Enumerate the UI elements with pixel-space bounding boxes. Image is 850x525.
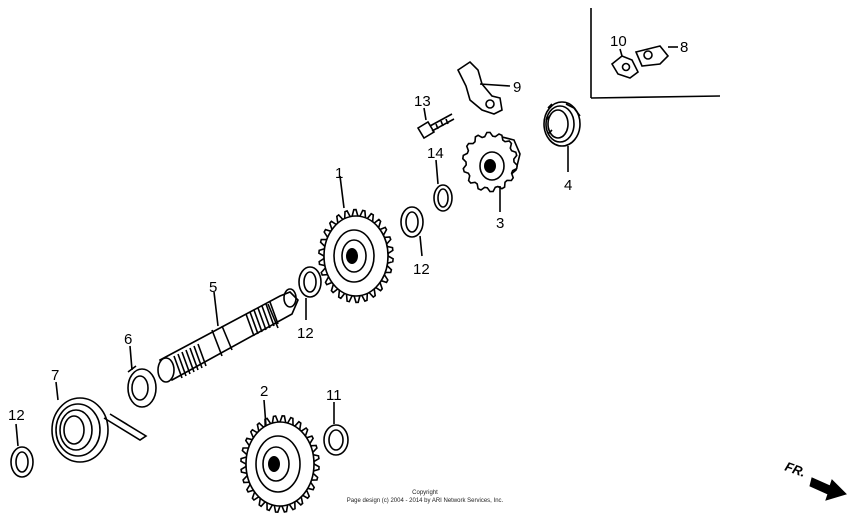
label-part-13: 13 [414, 93, 431, 110]
part-10-lever[interactable] [610, 48, 640, 79]
part-2-gear[interactable] [240, 399, 320, 514]
part-5-shaft[interactable] [157, 288, 299, 383]
label-part-3: 3 [496, 215, 504, 232]
shaft-spline-lower [189, 347, 199, 371]
label-part-4: 4 [564, 177, 572, 194]
copyright-line-1: Copyright [412, 490, 438, 496]
part-14-snap-ring[interactable] [433, 159, 453, 212]
part-1-gear[interactable] [318, 175, 394, 304]
shaft-spline-upper [269, 301, 279, 325]
label-part-6: 6 [124, 331, 132, 348]
label-part-10: 10 [610, 33, 627, 50]
part-4-spring[interactable] [543, 101, 581, 172]
part-8-bracket[interactable] [634, 45, 678, 67]
shaft-spline-lower [193, 345, 203, 369]
part-3-ratchet[interactable] [461, 131, 521, 212]
shaft-spline-lower [173, 355, 183, 379]
shaft-spline-upper [249, 311, 259, 335]
shaft-spline-upper [265, 303, 275, 327]
shaft-spline-upper [253, 309, 263, 333]
shaft-spline-lower [185, 349, 195, 373]
part-6-collar[interactable] [127, 345, 157, 408]
label-part-11: 11 [326, 387, 342, 404]
inset-frame [590, 8, 721, 99]
copyright-line-2: Page design (c) 2004 - 2014 by ARI Netwo… [347, 498, 504, 504]
shaft-spline-lower [197, 343, 207, 367]
shaft-spline-lower [177, 353, 187, 377]
front-direction-label: FR. [783, 459, 808, 480]
label-part-12-upper: 12 [413, 261, 430, 278]
label-part-1: 1 [335, 165, 343, 182]
part-7-spring[interactable] [51, 381, 148, 463]
label-part-2: 2 [260, 383, 268, 400]
label-part-8: 8 [680, 39, 688, 56]
part-13-bolt[interactable] [416, 107, 455, 140]
part-12-washer-upper[interactable] [400, 206, 424, 257]
label-part-12-middle: 12 [297, 325, 314, 342]
label-part-9: 9 [513, 79, 521, 96]
front-arrow-icon [809, 477, 847, 501]
label-part-7: 7 [51, 367, 59, 384]
shaft-spline-upper [245, 313, 255, 337]
front-direction-indicator: FR. [783, 459, 847, 501]
shaft-spline-upper [257, 307, 267, 331]
label-part-14: 14 [427, 145, 444, 162]
label-part-12-lower: 12 [8, 407, 25, 424]
label-part-5: 5 [209, 279, 217, 296]
part-12-washer-middle[interactable] [298, 266, 322, 320]
shaft-spline-upper [261, 305, 271, 329]
part-9-plate[interactable] [456, 60, 511, 115]
part-11-washer[interactable] [323, 402, 349, 456]
shaft-spline-lower [181, 351, 191, 375]
part-12-washer-lower[interactable] [10, 423, 34, 478]
